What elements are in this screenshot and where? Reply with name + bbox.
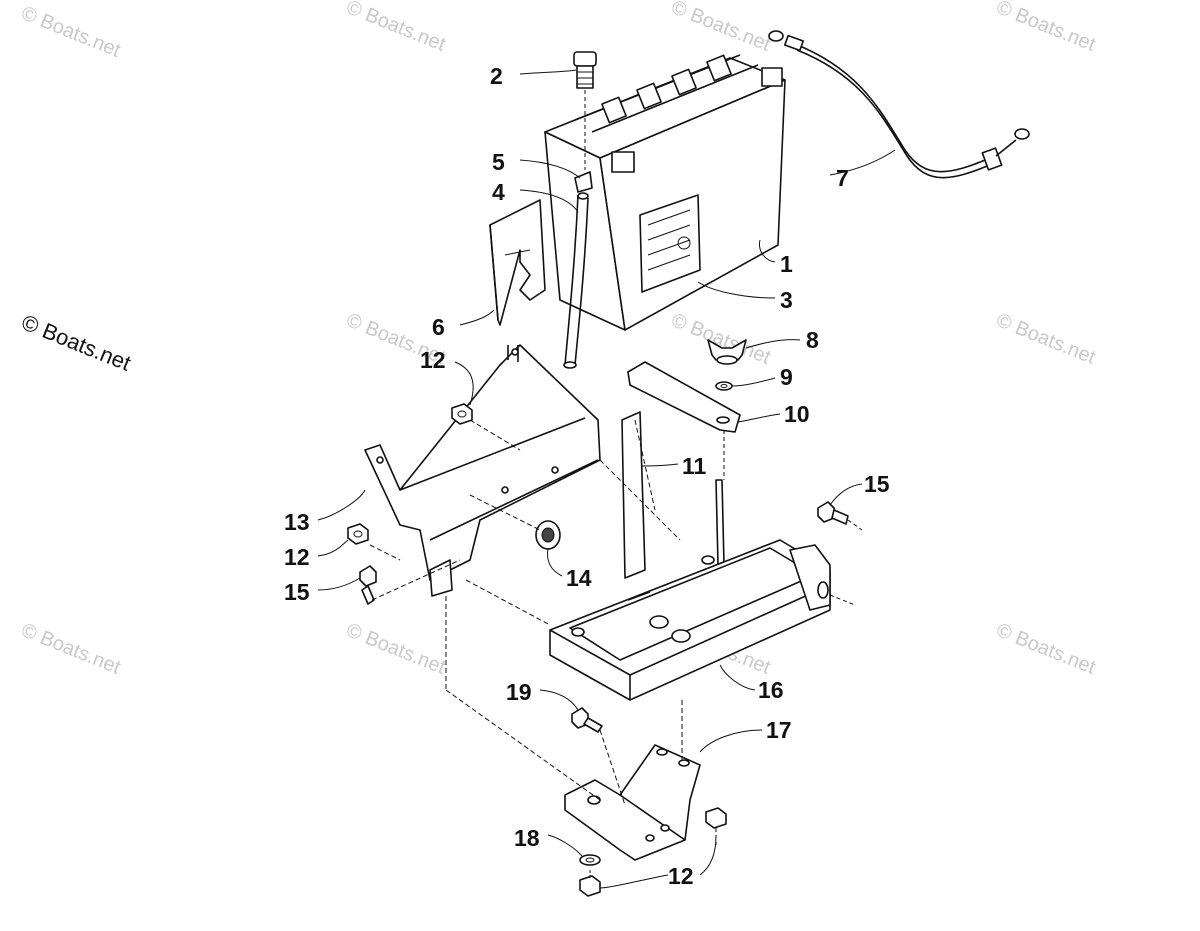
callout-15: 15 (864, 471, 890, 497)
callout-10: 10 (784, 401, 810, 427)
callout-12: 12 (284, 544, 310, 570)
watermark: © Boats.net (993, 619, 1099, 679)
callout-13: 13 (284, 509, 310, 535)
flange-nut (579, 875, 601, 897)
watermark: © Boats.net (18, 619, 124, 679)
callout-8: 8 (806, 327, 819, 353)
callout-9: 9 (780, 364, 793, 390)
callout-4: 4 (492, 179, 505, 205)
washer (715, 381, 733, 391)
flange-nut (347, 523, 369, 545)
rubber-grommet (469, 494, 561, 550)
callout-17: 17 (766, 717, 792, 743)
callout-7: 7 (836, 165, 849, 191)
callout-19: 19 (506, 679, 532, 705)
hex-bolt (817, 501, 863, 531)
callout-12: 12 (668, 863, 694, 889)
callout-16: 16 (758, 677, 784, 703)
lower-mount-bracket (564, 744, 701, 861)
callout-15: 15 (284, 579, 310, 605)
battery-bracket (364, 344, 601, 597)
watermark: © Boats.net (18, 2, 124, 62)
flange-nut (451, 403, 473, 425)
watermark: © Boats.net (343, 619, 449, 679)
callout-11: 11 (682, 453, 707, 479)
wing-nut (707, 339, 747, 365)
callout-18: 18 (514, 825, 540, 851)
hex-bolt (359, 565, 377, 605)
callout-5: 5 (492, 149, 505, 175)
washer (579, 854, 601, 866)
callout-12: 12 (420, 347, 446, 373)
callout-14: 14 (566, 565, 592, 591)
copyright-notice: © Boats.net (18, 309, 134, 375)
callout-2: 2 (490, 63, 503, 89)
callout-6: 6 (432, 314, 445, 340)
battery-cover (489, 199, 546, 326)
hold-down-plate (627, 361, 741, 433)
battery (544, 54, 786, 331)
hex-bolt (571, 707, 603, 733)
callout-labels: 2 5 4 6 7 1 3 8 9 10 11 12 13 12 14 15 1… (284, 63, 890, 889)
callout-3: 3 (780, 287, 793, 313)
callout-1: 1 (780, 251, 793, 277)
watermark: © Boats.net (343, 0, 449, 56)
watermark: © Boats.net (993, 309, 1099, 369)
flange-nut (705, 807, 727, 829)
leader-lines (317, 69, 896, 889)
hold-down-strap (621, 411, 656, 579)
battery-tray (549, 539, 856, 701)
vent-cap (573, 51, 597, 170)
watermark: © Boats.net (668, 0, 774, 56)
watermark-layer: © Boats.net © Boats.net © Boats.net © Bo… (18, 0, 1099, 679)
battery-cable (768, 30, 1030, 179)
watermark: © Boats.net (993, 0, 1099, 56)
